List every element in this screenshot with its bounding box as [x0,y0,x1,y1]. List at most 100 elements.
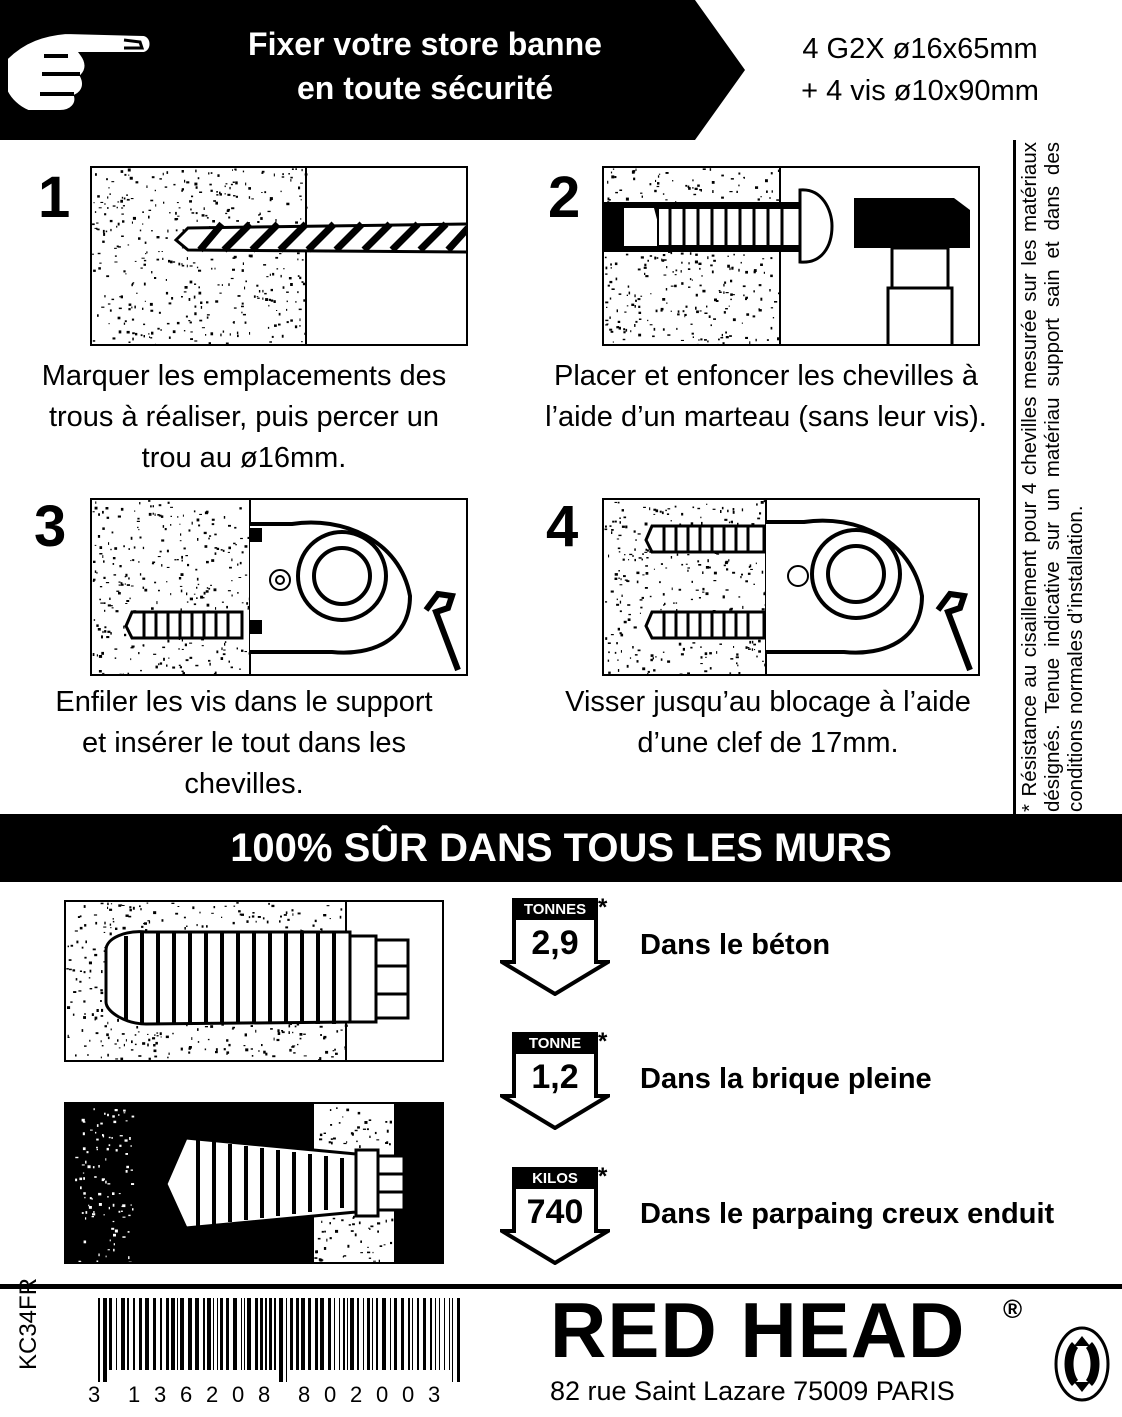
barcode-bar [217,1298,218,1370]
barcode-bar [430,1298,432,1370]
barcode-digit: 3 [154,1382,167,1407]
footnote-marker: * [598,1163,608,1190]
step-2-number: 2 [548,165,581,230]
barcode-bar [203,1298,205,1370]
barcode-bar [439,1298,440,1370]
header-spec: 4 G2X ø16x65mm + 4 vis ø10x90mm [750,28,1090,112]
load-badge-arrow [500,1032,610,1130]
barcode-bar [265,1298,267,1370]
step-2-illustration [602,166,980,346]
step-1-caption: Marquer les emplacements des trous à réa… [16,356,472,479]
load-unit: TONNE [528,1035,582,1052]
barcode-bar [279,1298,283,1382]
barcode-digit: 8 [258,1382,271,1407]
barcode-bar [347,1298,348,1370]
header-title: Fixer votre store banne en toute sécurit… [170,22,680,110]
masonry-anchor-illustration [64,1102,444,1264]
barcode-bar [357,1298,359,1370]
footer-divider [0,1284,1122,1289]
barcode-digit: 3 [428,1382,441,1407]
barcode-bar [116,1298,117,1370]
step-4-illustration [602,498,980,676]
barcode-bar [367,1298,370,1370]
load-unit: KILOS [532,1170,578,1187]
barcode-bar [233,1298,237,1370]
barcode-bar [449,1298,450,1370]
step-2-caption-line: l’aide d’un marteau (sans leur vis). [545,401,987,433]
barcode-bar [435,1298,436,1370]
step-3-caption-line: Enfiler les vis dans le support [55,686,433,718]
barcode-bar [139,1298,142,1370]
step-3-caption-line: chevilles. [184,768,304,800]
barcode-digit: 0 [324,1382,337,1407]
barcode-bar [286,1298,287,1382]
step-3-caption: Enfiler les vis dans le support et insér… [16,682,472,805]
barcode-digit: 0 [376,1382,389,1407]
barcode-bar [109,1298,112,1370]
barcode-digit: 2 [206,1382,219,1407]
barcode-bar [274,1298,276,1370]
barcode-bar [188,1298,192,1370]
barcode-bar [153,1298,156,1370]
barcode [98,1298,460,1382]
barcode-bar [408,1298,410,1370]
step-4-caption-line: d’une clef de 17mm. [637,727,899,759]
barcode-bar [444,1298,445,1370]
step-1-caption-line: trous à réaliser, puis percer un [48,401,440,433]
barcode-bar [382,1298,386,1370]
barcode-bar [220,1298,223,1370]
barcode-bar [255,1298,258,1370]
step-1-illustration [90,166,468,346]
barcode-bar [247,1298,251,1370]
barcode-bar [171,1298,175,1370]
load-value: 2,9 [531,924,579,962]
step-2-caption-line: Placer et enfoncer les chevilles à [554,360,978,392]
barcode-bar [315,1298,318,1370]
step-3-caption-line: et insérer le tout dans les [81,727,406,759]
pointing-hand-icon [4,29,154,114]
barcode-bar [103,1298,107,1382]
barcode-digit: 6 [180,1382,193,1407]
barcode-bar [417,1298,419,1370]
step-3-number: 3 [34,494,67,559]
note-divider [1013,140,1016,815]
barcode-digit: 8 [298,1382,311,1407]
barcode-bar [390,1298,391,1370]
load-badge-arrow [500,1167,610,1265]
header-title-line2: en toute sécurité [296,70,554,106]
barcode-bar [133,1298,135,1370]
barcode-bar [98,1298,100,1382]
barcode-bar [401,1298,404,1370]
barcode-bar [180,1298,184,1370]
banner: 100% SÛR DANS TOUS LES MURS [0,814,1122,882]
barcode-bar [226,1298,229,1370]
green-dot-recycle-icon [1054,1326,1110,1402]
barcode-bar [121,1298,125,1370]
barcode-bar [296,1298,299,1370]
step-1-caption-line: Marquer les emplacements des [41,360,447,392]
address: 82 rue Saint Lazare 75009 PARIS [550,1376,955,1406]
load-value: 1,2 [531,1058,579,1096]
barcode-bar [334,1298,335,1370]
sku: KC34FR [15,1277,42,1370]
footnote-marker: * [598,1028,608,1055]
barcode-bar [452,1298,453,1382]
barcode-bar [177,1298,178,1370]
step-4-caption-line: Visser jusqu’au blocage à l’aide [565,686,971,718]
barcode-bar [376,1298,378,1370]
barcode-bar [363,1298,364,1370]
barcode-bar [269,1298,272,1370]
barcode-bar [457,1298,460,1382]
load-value: 740 [526,1193,584,1231]
registered-mark: ® [1003,1294,1023,1324]
hammer-anchor-illustration [604,168,970,344]
barcode-bar [145,1298,149,1370]
brand-logo: RED HEAD [550,1286,966,1374]
step-4-caption: Visser jusqu’au blocage à l’aide d’une c… [536,682,1000,764]
screw-bracket-illustration [92,500,461,674]
barcode-bar [160,1298,162,1370]
barcode-bar [213,1298,214,1370]
barcode-digit: 1 [128,1382,141,1407]
step-3-illustration [90,498,468,676]
barcode-bar [166,1298,169,1370]
